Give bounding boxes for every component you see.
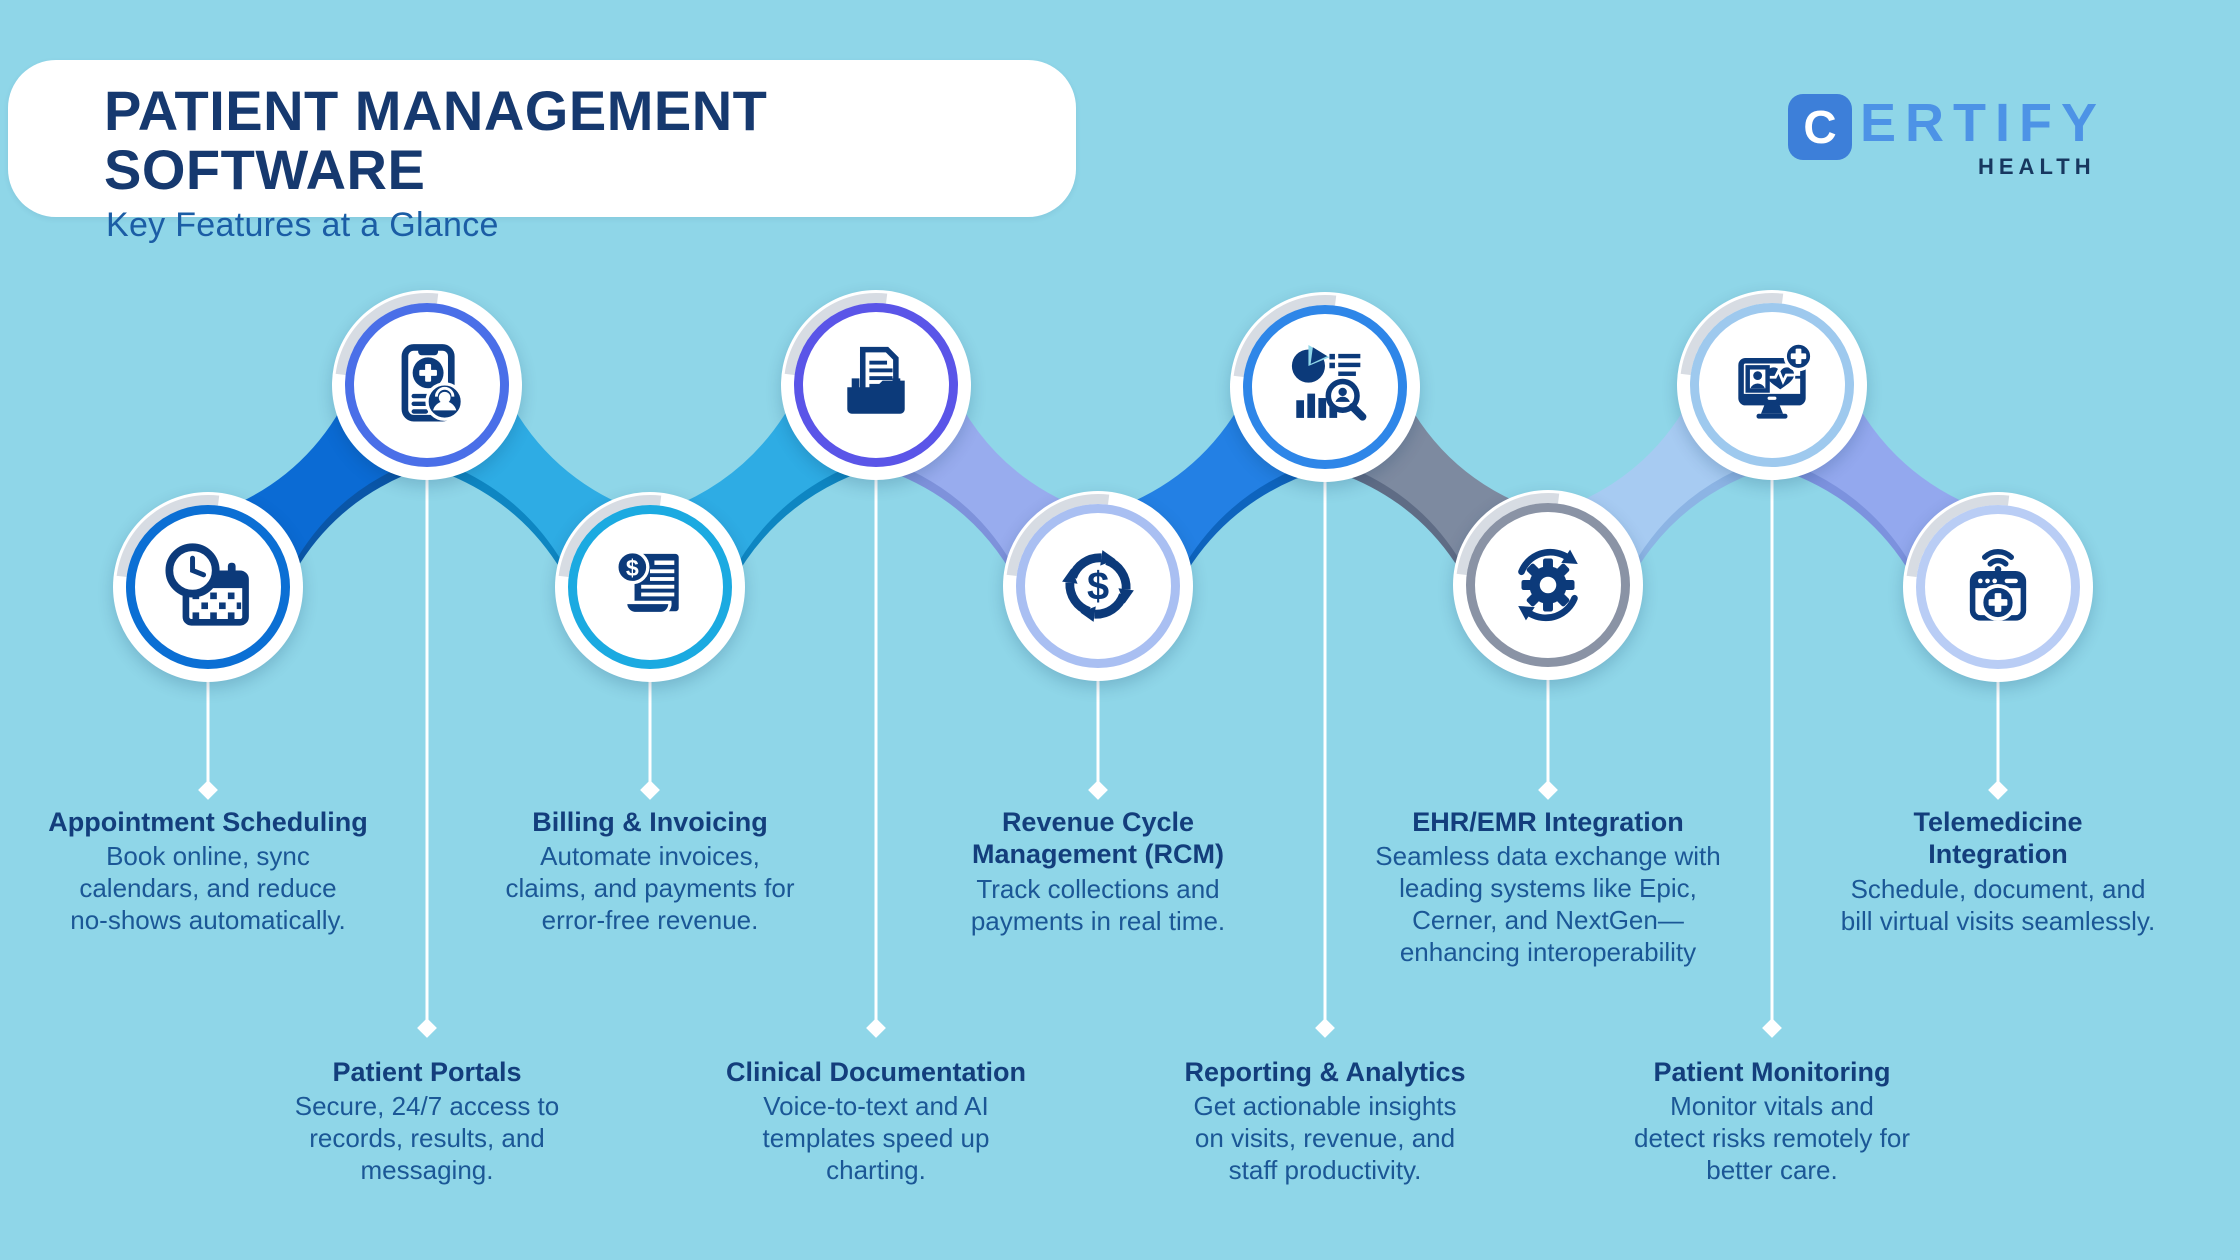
connector-line (1770, 385, 1774, 1020)
feature-title: Clinical Documentation (725, 1057, 1027, 1087)
feature-ring (1916, 505, 2080, 669)
feature-description: Get actionable insights on visits, reven… (1193, 1091, 1457, 1185)
svg-text:$: $ (1087, 564, 1109, 608)
connector-line (874, 385, 878, 1020)
feature-node-reporting-analytics (1195, 257, 1455, 517)
feature-ring (568, 505, 732, 669)
feature-node-ehr-emr-integration (1418, 455, 1678, 715)
feature-description: Seamless data exchange with leading syst… (1375, 841, 1721, 967)
feature-node-clinical-documentation (746, 255, 1006, 515)
page-subtitle: Key Features at a Glance (106, 205, 499, 244)
connector-line (425, 385, 429, 1020)
reporting-analytics-icon (1230, 292, 1420, 482)
feature-ring (1243, 305, 1407, 469)
feature-node-revenue-cycle-management: $ (968, 456, 1228, 716)
feature-ring (1016, 504, 1180, 668)
svg-text:$: $ (626, 555, 639, 581)
clinical-documentation-icon (781, 290, 971, 480)
feature-node-patient-portals (297, 255, 557, 515)
feature-description: Track collections and payments in real t… (970, 873, 1226, 936)
connector-line (1323, 387, 1327, 1020)
feature-ring (1690, 303, 1854, 467)
feature-node-telemedicine-integration (1868, 457, 2128, 717)
feature-title: Revenue Cycle Management (RCM) (971, 807, 1224, 870)
feature-ring (794, 303, 958, 467)
feature-node-appointment-scheduling (78, 457, 338, 717)
feature-description: Monitor vitals and detect risks remotely… (1634, 1091, 1910, 1185)
header-card: PATIENT MANAGEMENT SOFTWARE Key Features… (8, 60, 1076, 244)
connector-line (1546, 585, 1550, 782)
feature-ring (1466, 503, 1630, 667)
rcm-icon: $ (1003, 491, 1193, 681)
feature-description: Secure, 24/7 access to records, results,… (294, 1091, 560, 1185)
feature-text-revenue-cycle-management: Revenue Cycle Management (RCM)Track coll… (938, 806, 1258, 937)
feature-description: Schedule, document, and bill virtual vis… (1840, 873, 2156, 936)
logo-subtext: HEALTH (1978, 154, 2096, 179)
feature-description: Book online, sync calendars, and reduce … (70, 841, 346, 935)
ehr-emr-icon (1453, 490, 1643, 680)
feature-description: Voice-to-text and AI templates speed up … (762, 1091, 990, 1185)
feature-title: Billing & Invoicing (532, 807, 768, 837)
patient-portals-icon (332, 290, 522, 480)
connector-line (1096, 586, 1100, 782)
logo-c-badge-icon: C (1788, 94, 1852, 160)
feature-title: Reporting & Analytics (1184, 1057, 1466, 1087)
feature-title: Patient Portals (332, 1057, 522, 1087)
logo-badge-letter: C (1803, 101, 1837, 153)
connector-line (206, 587, 210, 782)
feature-title: EHR/EMR Integration (1412, 807, 1684, 837)
feature-title: Telemedicine Integration (1913, 807, 2083, 870)
feature-title: Appointment Scheduling (48, 807, 368, 837)
connector-line (648, 587, 652, 782)
logo-wordmark: ERTIFY (1860, 93, 2107, 153)
telemedicine-icon (1903, 492, 2093, 682)
feature-title: Patient Monitoring (1653, 1057, 1891, 1087)
feature-description: Automate invoices, claims, and payments … (505, 841, 795, 935)
certify-health-logo: C ERTIFY HEALTH (1788, 92, 2134, 188)
appointment-scheduling-icon (113, 492, 303, 682)
connector-line (1996, 587, 2000, 782)
billing-invoicing-icon: $ (555, 492, 745, 682)
patient-monitoring-icon (1677, 290, 1867, 480)
feature-ring (126, 505, 290, 669)
page-title: PATIENT MANAGEMENT SOFTWARE (104, 79, 768, 201)
feature-node-patient-monitoring (1642, 255, 1902, 515)
feature-node-billing-invoicing: $ (520, 457, 780, 717)
feature-ring (345, 303, 509, 467)
